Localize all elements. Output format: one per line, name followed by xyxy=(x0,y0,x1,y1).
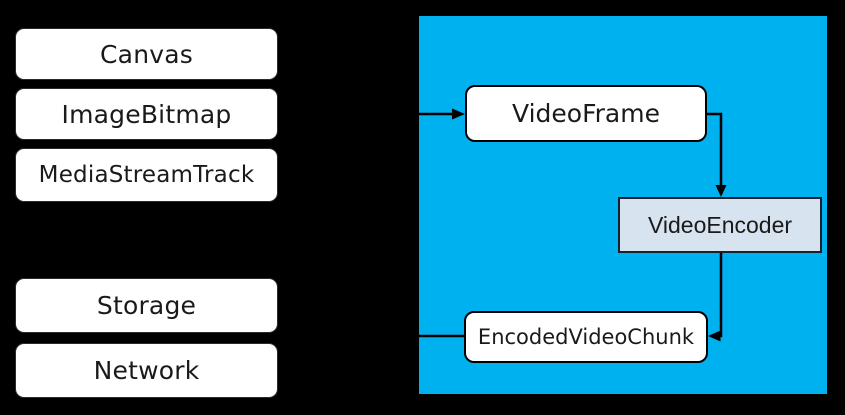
node-network: Network xyxy=(15,343,278,398)
node-encodedvideochunk-label: EncodedVideoChunk xyxy=(477,325,695,349)
node-imagebitmap-label: ImageBitmap xyxy=(61,99,232,129)
node-storage: Storage xyxy=(15,278,278,333)
node-network-label: Network xyxy=(93,356,200,385)
node-mediastreamtrack: MediaStreamTrack xyxy=(15,148,278,202)
node-videoencoder: VideoEncoder xyxy=(618,197,822,253)
node-mediastreamtrack-label: MediaStreamTrack xyxy=(38,162,255,188)
node-encodedvideochunk: EncodedVideoChunk xyxy=(464,311,708,363)
node-imagebitmap: ImageBitmap xyxy=(15,88,278,140)
node-canvas: Canvas xyxy=(15,28,278,80)
node-canvas-label: Canvas xyxy=(100,39,193,69)
node-videoframe-label: VideoFrame xyxy=(512,99,660,128)
node-storage-label: Storage xyxy=(96,291,197,320)
node-videoframe: VideoFrame xyxy=(465,85,707,142)
node-videoencoder-label: VideoEncoder xyxy=(647,211,793,238)
